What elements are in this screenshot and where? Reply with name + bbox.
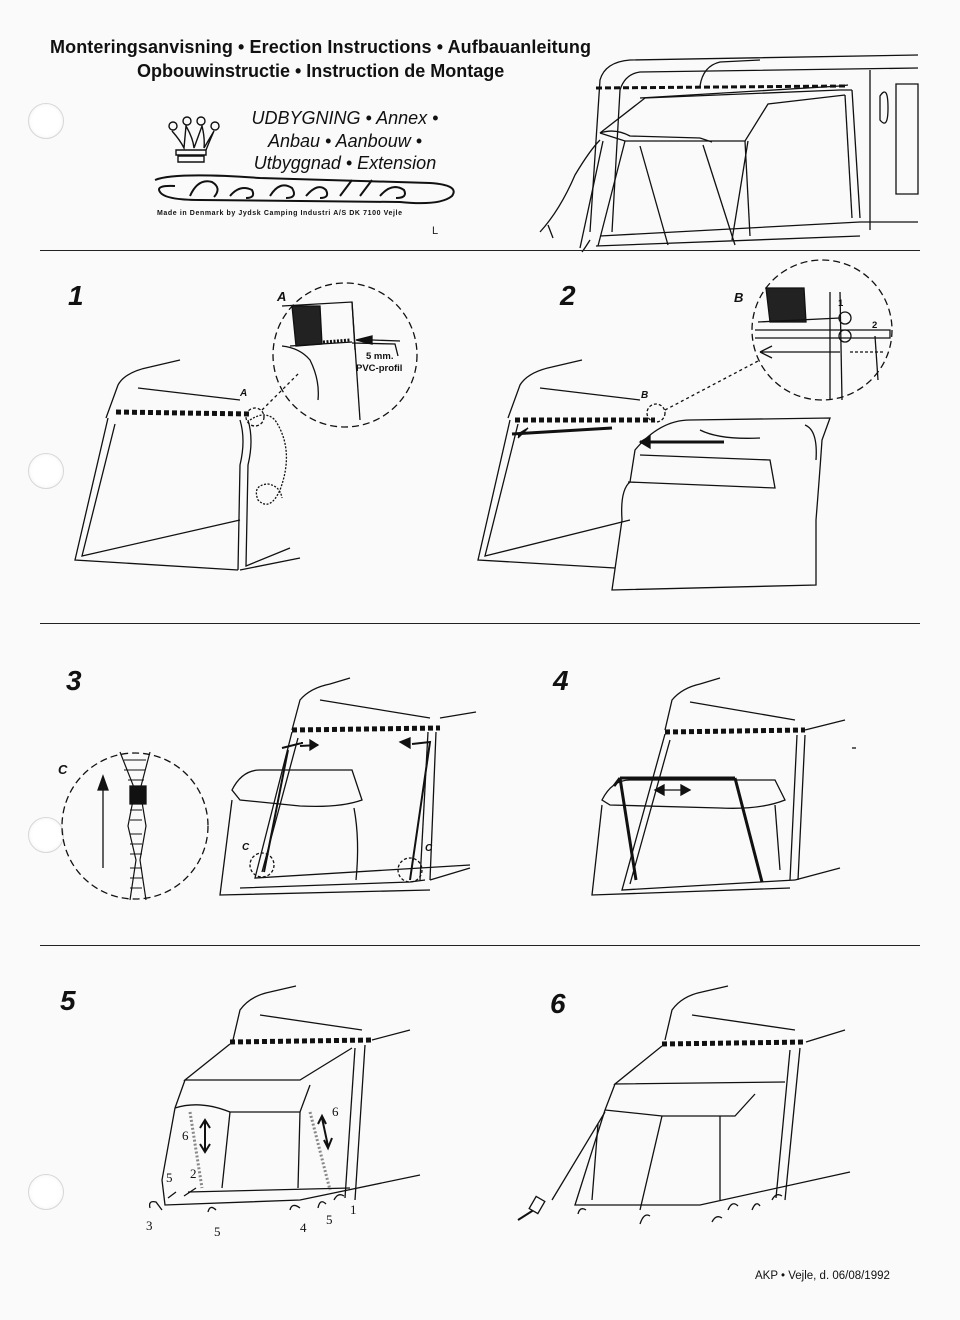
mark: 5 bbox=[214, 1224, 221, 1239]
step-number: 3 bbox=[66, 665, 82, 696]
made-in-text: Made in Denmark by Jydsk Camping Industr… bbox=[157, 210, 403, 217]
callout-label: C bbox=[425, 843, 433, 854]
mark: 2 bbox=[872, 320, 878, 331]
product-line-3: Utbyggnad • Extension bbox=[253, 153, 437, 173]
punch-hole bbox=[28, 453, 64, 489]
divider bbox=[40, 250, 920, 251]
title-line-1: Monteringsanvisning • Erection Instructi… bbox=[50, 37, 592, 57]
mark: 6 bbox=[182, 1128, 189, 1143]
punch-hole bbox=[28, 1174, 64, 1210]
signature-logo bbox=[155, 175, 454, 203]
crown-icon bbox=[168, 116, 220, 162]
mark: 1 bbox=[350, 1202, 357, 1217]
product-line-1: UDBYGNING • Annex • bbox=[251, 108, 439, 128]
mark: 1 bbox=[838, 298, 844, 309]
divider bbox=[40, 945, 920, 946]
step-number: 1 bbox=[68, 280, 84, 311]
step-number: 5 bbox=[60, 985, 76, 1016]
detail-label: B bbox=[734, 290, 744, 305]
detail-text-pvc: PVC-profil bbox=[356, 363, 403, 374]
footer-text: AKP • Vejle, d. 06/08/1992 bbox=[755, 1270, 890, 1282]
product-line-2: Anbau • Aanbouw • bbox=[267, 131, 423, 151]
detail-label: A bbox=[277, 289, 287, 304]
step-number: 4 bbox=[553, 665, 569, 696]
punch-hole bbox=[28, 103, 64, 139]
mark: 4 bbox=[300, 1220, 307, 1235]
mark: 5 bbox=[166, 1170, 173, 1185]
mark: 5 bbox=[326, 1212, 333, 1227]
mark: 3 bbox=[146, 1218, 153, 1233]
svg-text:L: L bbox=[432, 225, 438, 237]
title-line-2: Opbouwinstructie • Instruction de Montag… bbox=[137, 61, 505, 81]
punch-hole bbox=[28, 817, 64, 853]
step-number: 2 bbox=[560, 280, 576, 311]
step-number: 6 bbox=[550, 988, 566, 1019]
mark: 2 bbox=[190, 1166, 197, 1181]
callout-label: C bbox=[242, 842, 250, 853]
callout-label: A bbox=[240, 388, 248, 399]
divider bbox=[40, 623, 920, 624]
detail-label: C bbox=[58, 762, 68, 777]
detail-text-5mm: 5 mm. bbox=[366, 351, 394, 362]
callout-label: B bbox=[641, 390, 649, 401]
mark: 6 bbox=[332, 1104, 339, 1119]
